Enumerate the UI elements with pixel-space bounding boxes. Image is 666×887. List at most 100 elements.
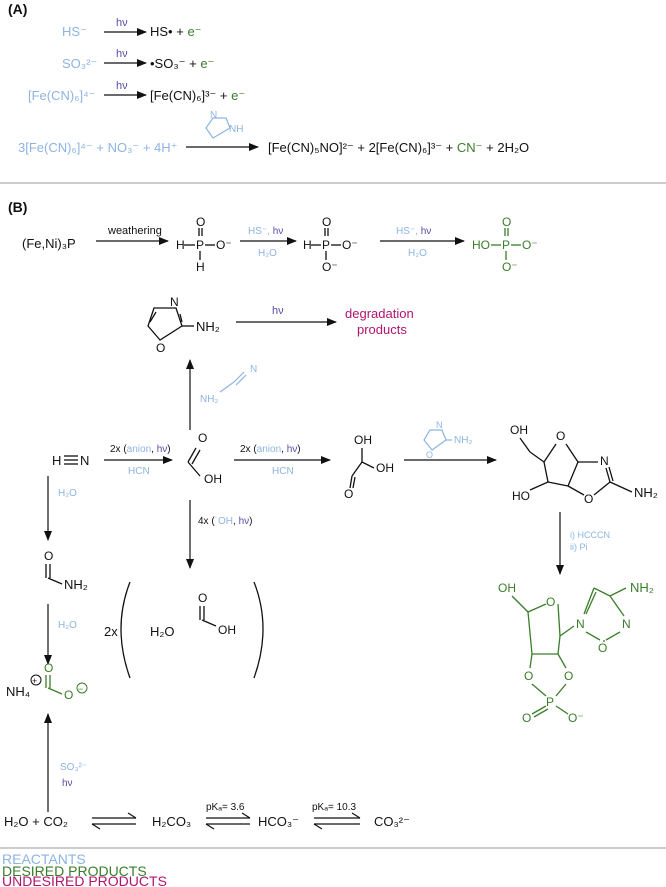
cyt-nh2: NH₂ xyxy=(630,580,654,595)
cyt-o2p: O xyxy=(564,669,573,683)
a1-reactant: HS⁻ xyxy=(62,24,87,39)
cyt-p-o: O xyxy=(522,711,531,725)
phosphite-h: H xyxy=(303,238,312,252)
aox-oh: OH xyxy=(510,423,528,437)
reagent-oxazole-o: O xyxy=(426,450,433,460)
phos-arrow-1-water: H₂O xyxy=(258,248,277,259)
hypo-h1: H xyxy=(176,238,185,252)
carbonate-reactants: H₂O + CO₂ xyxy=(4,814,68,829)
panel-b-label: (B) xyxy=(8,199,27,215)
formamide-arrow-water: H₂O xyxy=(58,488,77,499)
cyanamide-n: N xyxy=(250,364,257,375)
imidazole-nh: NH xyxy=(229,124,243,135)
glycolaldehyde-o: O xyxy=(198,431,207,445)
hypo-o-minus: O⁻ xyxy=(216,238,232,252)
reagent-oxazole-n: N xyxy=(436,420,443,430)
degradation-light: hν xyxy=(272,305,284,317)
phosphate-ho: HO xyxy=(472,238,490,252)
a3-reactant: [Fe(CN)₆]⁴⁻ xyxy=(28,88,96,103)
formamide-o: O xyxy=(44,549,53,563)
cyt-n3: N xyxy=(622,617,631,631)
imidazole-catalyst: NH N xyxy=(205,110,243,139)
cyt-o3: O xyxy=(524,669,533,683)
glyceraldehyde-oh-right: OH xyxy=(376,461,394,475)
a2-reactant: SO₃²⁻ xyxy=(62,56,97,71)
oxidation-label: 4x (˙OH, hν) xyxy=(198,516,252,527)
phosphite: H P O⁻ O O⁻ xyxy=(303,215,358,274)
phos-arrow-2-water: H₂O xyxy=(408,248,427,259)
aminooxazole-reagent: N O NH₂ xyxy=(423,420,472,460)
ammonium-formate: NH₄ + O O − xyxy=(6,661,88,702)
aox-o2: O xyxy=(584,492,593,506)
co2-sulfite: SO₃²⁻ xyxy=(60,762,87,773)
a3-product: [Fe(CN)₆]³⁻ + e⁻ xyxy=(150,88,245,103)
a1-light: hν xyxy=(116,17,128,29)
glyceraldehyde: OH OH O xyxy=(344,433,394,501)
hcn: H N xyxy=(52,453,89,468)
glyceraldehyde-o: O xyxy=(344,487,353,501)
carbonate-ion: CO₃²⁻ xyxy=(374,814,410,829)
aox-n: N xyxy=(600,454,609,468)
phosphate-o-bottom: O⁻ xyxy=(502,260,518,274)
formic-oh: OH xyxy=(218,623,236,637)
cyt-oh: OH xyxy=(498,581,516,595)
legend-desired: DESIRED PRODUCTS xyxy=(2,863,147,879)
hypo-o: O xyxy=(196,215,205,229)
panel-a-label: (A) xyxy=(8,1,27,17)
oxazole-n: N xyxy=(170,295,179,309)
reagent-oxazole-nh2: NH₂ xyxy=(454,435,472,446)
formate-o-minus: O xyxy=(64,688,73,702)
imidazole-n: N xyxy=(210,110,217,121)
glycolaldehyde: O OH xyxy=(187,431,222,486)
aox-ho: HO xyxy=(512,489,530,503)
degradation-line1: degradation xyxy=(345,306,414,321)
phosphite-o-minus: O⁻ xyxy=(342,238,358,252)
schreibersite: (Fe,Ni)₃P xyxy=(22,236,76,251)
ammonium: NH₄ xyxy=(6,684,30,699)
formate-o: O xyxy=(44,661,53,675)
ammonium-charge: + xyxy=(32,676,37,686)
pka-1: pKₐ= 3.6 xyxy=(206,802,245,813)
glyceraldehyde-arrow-label: 2x (anion, hν) xyxy=(240,444,301,455)
cyt-p-ominus: O⁻ xyxy=(568,711,584,725)
glyceraldehyde-arrow-reagent: HCN xyxy=(272,466,294,477)
phosphate-o-top: O xyxy=(502,215,511,229)
cyt-n1: N xyxy=(576,617,585,631)
glyceraldehyde-oh-top: OH xyxy=(354,433,372,447)
equilibrium-arrow-1 xyxy=(91,812,137,830)
equilibrium-arrow-3 xyxy=(313,812,361,830)
weathering-label: weathering xyxy=(107,225,162,237)
aox-ring-o: O xyxy=(556,429,565,443)
hypo-p: P xyxy=(196,238,204,252)
a4-products: [Fe(CN)₅NO]²⁻ + 2[Fe(CN)₆]³⁻ + CN⁻ + 2H₂… xyxy=(268,140,529,155)
hypophosphite: H P O⁻ O H xyxy=(176,215,232,274)
carbonic-acid: H₂CO₃ xyxy=(152,814,191,829)
hypo-h2: H xyxy=(196,260,205,274)
formamide-nh2: NH₂ xyxy=(64,577,88,592)
bicarbonate: HCO₃⁻ xyxy=(258,814,299,829)
phosphite-p: P xyxy=(322,238,330,252)
oxidation-multiplier: 2x xyxy=(104,624,118,639)
oxidation-products: 2x H₂O O OH xyxy=(104,581,264,679)
aminooxazole: N O NH₂ xyxy=(147,295,220,355)
cyt-ring-o: O xyxy=(546,595,555,609)
phosphate-p: P xyxy=(502,238,510,252)
cyanamide-nh2: NH₂ xyxy=(200,394,218,405)
oxidation-water: H₂O xyxy=(150,624,175,639)
glycolaldehyde-arrow-label: 2x (anion, hν) xyxy=(110,444,171,455)
cyt-o2: O xyxy=(598,641,607,655)
formamide: O NH₂ xyxy=(44,549,88,592)
cytidine-reagent-1: i) HCCCN xyxy=(570,530,610,540)
a2-product: •SO₃⁻ + e⁻ xyxy=(150,56,214,71)
oxazole-nh2: NH₂ xyxy=(196,319,220,334)
glycolaldehyde-oh: OH xyxy=(204,472,222,486)
phos-arrow-1-label: HS⁻, hν xyxy=(248,226,283,237)
formic-o: O xyxy=(198,591,207,605)
phosphite-o-top: O xyxy=(322,215,331,229)
hcn-h: H xyxy=(52,453,61,468)
a2-light: hν xyxy=(116,48,128,60)
glycolaldehyde-arrow-reagent: HCN xyxy=(128,466,150,477)
formate-charge: − xyxy=(78,684,83,694)
aox-nh2: NH₂ xyxy=(634,485,658,500)
